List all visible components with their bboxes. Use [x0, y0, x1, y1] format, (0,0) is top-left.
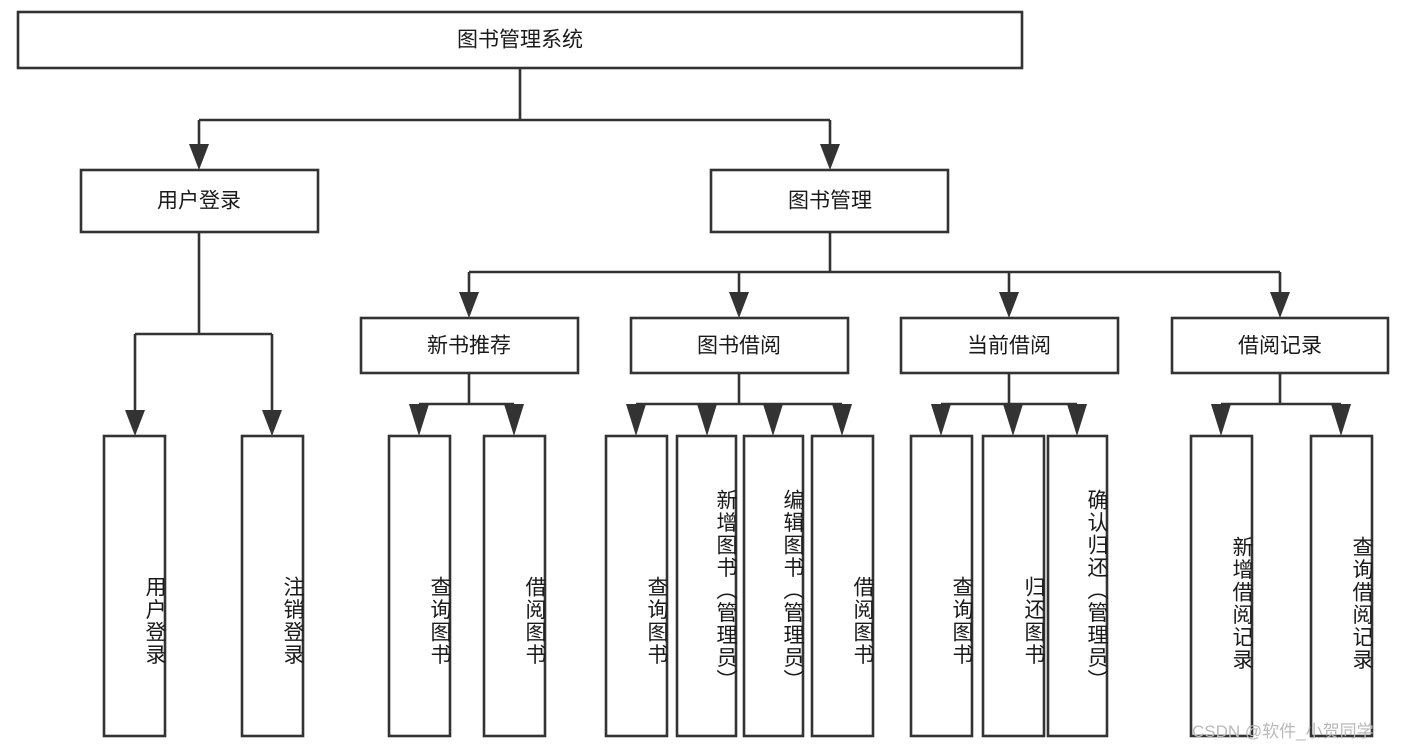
arrow-head-leaf-borrow-book-1 — [504, 404, 524, 436]
leaf-box-query-book-1[interactable] — [387, 434, 452, 738]
node-new-book-recommend-box[interactable] — [359, 316, 580, 375]
arrow-head-leaf-edit-book — [763, 404, 783, 436]
connector-group-current-borrow — [931, 373, 1087, 436]
node-borrow-record-box[interactable] — [1170, 316, 1390, 375]
arrow-head-leaf-return-book — [1003, 404, 1023, 436]
connector-group-user-login — [125, 232, 282, 436]
node-borrow-record[interactable]: 借阅记录 — [1170, 316, 1390, 375]
arrow-head-leaf-user-login — [125, 410, 145, 436]
node-new-book-recommend[interactable]: 新书推荐 — [359, 316, 580, 375]
leaf-box-query-book-3[interactable] — [909, 434, 974, 738]
connector-group-book-manage — [459, 232, 1290, 318]
node-current-borrow-label: 当前借阅 — [967, 335, 1051, 358]
node-book-borrow[interactable]: 图书借阅 — [629, 316, 850, 375]
node-book-manage-label: 图书管理 — [788, 190, 872, 213]
leaf-box-borrow-book-1[interactable] — [482, 434, 547, 738]
node-root-label: 图书管理系统 — [457, 29, 583, 52]
node-current-borrow[interactable]: 当前借阅 — [899, 316, 1120, 375]
arrow-head-book-manage — [820, 144, 840, 170]
node-new-book-recommend-label: 新书推荐 — [427, 335, 511, 358]
arrow-head-leaf-user-logout — [262, 410, 282, 436]
leaf-box-user-login[interactable] — [102, 434, 167, 738]
arrow-head-leaf-query-book-2 — [626, 404, 646, 436]
arrow-head-leaf-add-record — [1211, 404, 1231, 436]
node-book-manage[interactable]: 图书管理 — [709, 168, 950, 234]
node-root-box[interactable] — [16, 10, 1024, 70]
arrow-head-borrow-record — [1270, 292, 1290, 318]
leaf-box-group — [102, 434, 1374, 738]
node-root[interactable]: 图书管理系统 — [16, 10, 1024, 70]
arrow-head-new-book-recommend — [459, 292, 479, 318]
leaf-box-user-logout[interactable] — [240, 434, 305, 738]
watermark-label: CSDN @软件_小贺同学 — [1192, 722, 1374, 741]
node-user-login-label: 用户登录 — [157, 190, 241, 213]
arrow-head-current-borrow — [999, 292, 1019, 318]
leaf-box-borrow-book-2[interactable] — [810, 434, 875, 738]
node-current-borrow-box[interactable] — [899, 316, 1120, 375]
connector-group-root — [189, 68, 840, 170]
node-book-manage-box[interactable] — [709, 168, 950, 234]
leaf-box-add-book[interactable] — [675, 434, 738, 738]
arrow-head-book-borrow — [729, 292, 749, 318]
arrow-head-leaf-confirm-return — [1067, 404, 1087, 436]
node-book-borrow-box[interactable] — [629, 316, 850, 375]
arrow-head-leaf-query-record — [1331, 404, 1351, 436]
node-book-borrow-label: 图书借阅 — [697, 335, 781, 358]
arrow-head-leaf-borrow-book-2 — [832, 404, 852, 436]
leaf-box-confirm-return[interactable] — [1046, 434, 1109, 738]
connector-group-borrow-record — [1211, 373, 1351, 436]
node-user-login[interactable]: 用户登录 — [79, 168, 320, 234]
arrow-head-user-login — [189, 144, 209, 170]
connector-group-new-book-recommend — [409, 373, 524, 436]
leaf-box-add-record[interactable] — [1189, 434, 1254, 738]
leaf-box-query-book-2[interactable] — [604, 434, 669, 738]
connector-group-book-borrow — [626, 373, 852, 436]
leaf-box-query-record[interactable] — [1309, 434, 1374, 738]
arrow-head-leaf-add-book — [697, 404, 717, 436]
node-user-login-box[interactable] — [79, 168, 320, 234]
leaf-box-return-book[interactable] — [981, 434, 1046, 738]
arrow-head-leaf-query-book-1 — [409, 404, 429, 436]
leaf-box-edit-book[interactable] — [742, 434, 805, 738]
arrow-head-leaf-query-book-3 — [931, 404, 951, 436]
node-borrow-record-label: 借阅记录 — [1238, 335, 1322, 358]
